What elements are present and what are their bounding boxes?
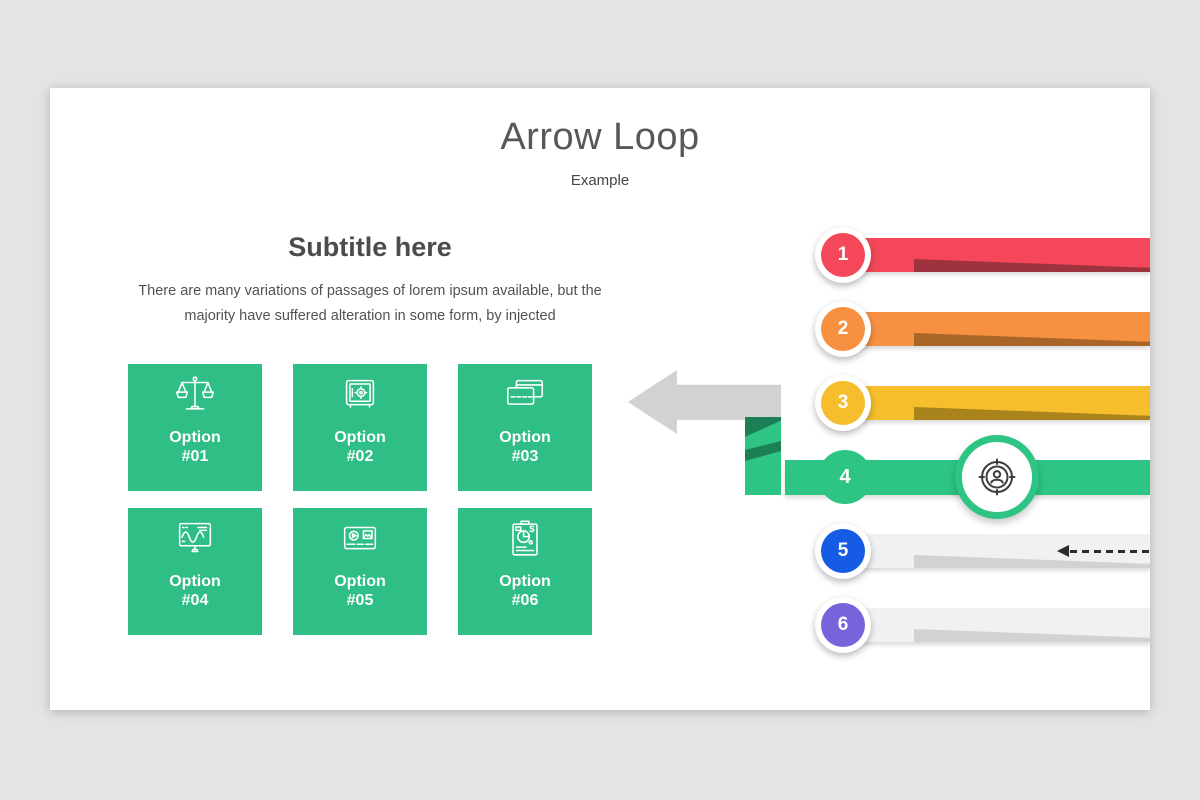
option-card-03: Option#03: [458, 364, 592, 491]
step-badge-4: 4: [818, 450, 872, 504]
option-label: Option#02: [334, 429, 386, 465]
svg-text:$: $: [529, 524, 535, 535]
dashed-line: [1070, 549, 1150, 553]
step-badge-5: 5: [815, 523, 871, 579]
option-card-01: Option#01: [128, 364, 262, 491]
option-card-02: Option#02: [293, 364, 427, 491]
section-title: Subtitle here: [288, 232, 452, 262]
option-card-06: $ Option#06: [458, 508, 592, 635]
ribbon-fold: [914, 406, 1150, 420]
ribbon-fold: [914, 332, 1150, 346]
ribbon-fold: [914, 628, 1150, 642]
section-body-line: There are many variations of passages of…: [138, 283, 602, 299]
slide: Arrow Loop Example Subtitle here There a…: [50, 88, 1150, 710]
option-label: Option#01: [169, 429, 221, 465]
option-label: Option#03: [499, 429, 551, 465]
step-badge-6: 6: [815, 597, 871, 653]
step-number: 2: [837, 318, 849, 339]
option-card-04: Option#04: [128, 508, 262, 635]
step-bar-6: [858, 608, 1150, 642]
safe-icon: [293, 372, 427, 418]
step-number: 4: [839, 465, 851, 488]
ribbon-fold: [914, 258, 1150, 272]
option-label: Option#05: [334, 573, 386, 609]
step-badge-1: 1: [815, 227, 871, 283]
step-number: 5: [837, 540, 849, 561]
step-number: 6: [837, 614, 849, 635]
arrowhead: [1057, 545, 1069, 557]
section-body: There are many variations of passages of…: [125, 279, 615, 329]
ribbon-fold: [745, 441, 781, 461]
step-bar-1: [858, 238, 1150, 272]
media-card-icon: [293, 516, 427, 562]
step-badge-3: 3: [815, 375, 871, 431]
option-label: Option#06: [499, 573, 551, 609]
target-user-icon: [978, 458, 1016, 496]
ribbon-fold: [745, 417, 781, 437]
option-label: Option#04: [169, 573, 221, 609]
financial-report-icon: $: [458, 516, 592, 562]
balance-scale-icon: [128, 372, 262, 418]
step-number: 3: [837, 392, 849, 413]
step-bar-3: [858, 386, 1150, 420]
section-body-line: majority have suffered alteration in som…: [184, 308, 556, 324]
step-badge-2: 2: [815, 301, 871, 357]
option-card-05: Option#05: [293, 508, 427, 635]
step-bar-2: [858, 312, 1150, 346]
text-section: Subtitle here There are many variations …: [125, 232, 615, 329]
ribbon-corner: [745, 417, 781, 495]
dashed-arrow-left-icon: [1057, 544, 1150, 558]
slide-title: Arrow Loop: [500, 116, 700, 158]
slide-subtitle: Example: [570, 172, 630, 189]
monitor-chart-icon: [128, 516, 262, 562]
step-number: 1: [837, 244, 849, 265]
credit-cards-icon: [458, 372, 592, 418]
target-badge: [955, 435, 1039, 519]
